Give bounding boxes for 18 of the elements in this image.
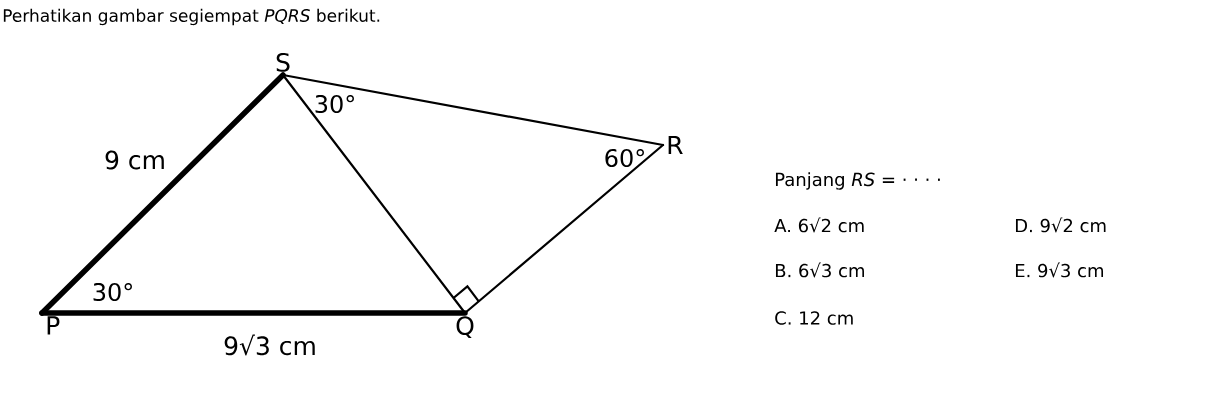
answer-option: D. 9√2 cm bbox=[1016, 217, 1106, 233]
answer-option: A. 6√2 cm bbox=[774, 217, 864, 233]
answer-option: B. 6√3 cm bbox=[776, 262, 864, 278]
length-label: 9 cm bbox=[105, 150, 164, 170]
length-label: 9√3 cm bbox=[224, 334, 315, 356]
angle-label: 60° bbox=[605, 148, 644, 168]
angle-label: 30° bbox=[93, 282, 132, 302]
segment-line bbox=[463, 143, 665, 315]
title: Perhatikan gambar segiempat PQRS berikut. bbox=[3, 8, 380, 26]
vertex-label: Q bbox=[456, 316, 474, 338]
answer-option: E. 9√3 cm bbox=[1016, 262, 1103, 278]
angle-label: 30° bbox=[315, 94, 354, 114]
vertex-label: S bbox=[276, 52, 290, 72]
vertex-label: P bbox=[47, 316, 60, 335]
answer-option: C. 12 cm bbox=[775, 311, 853, 325]
segment-line bbox=[39, 310, 468, 316]
vertex-label: R bbox=[668, 135, 683, 155]
question-text: Panjang RS = · · · · bbox=[776, 172, 940, 190]
